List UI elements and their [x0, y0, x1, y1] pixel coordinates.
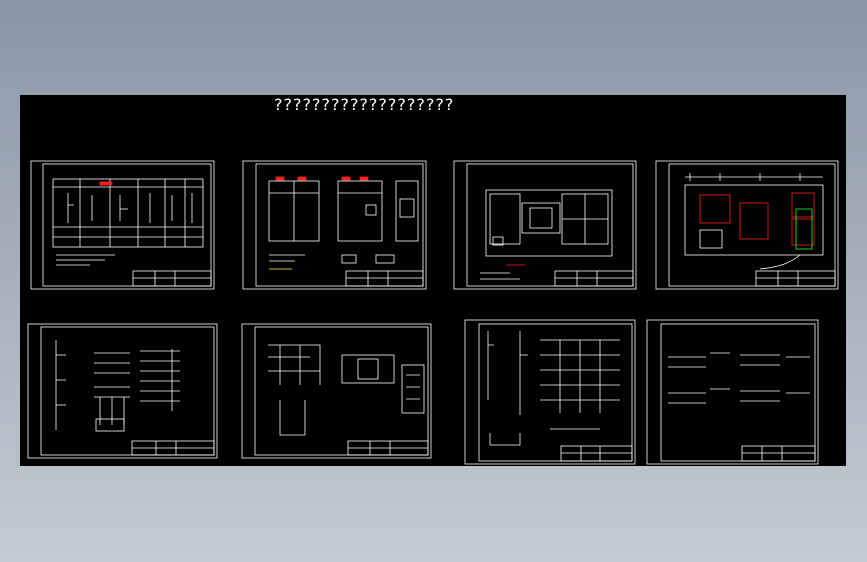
sheet-8[interactable]: [646, 319, 819, 465]
drawing-canvas[interactable]: ???????????????????: [20, 95, 846, 466]
sheet-6[interactable]: [241, 323, 432, 459]
sheet-1[interactable]: [30, 160, 215, 290]
sheet-2[interactable]: [242, 160, 427, 290]
drawing-title: ???????????????????: [274, 95, 455, 114]
sheet-4[interactable]: [655, 160, 839, 290]
sheet-3[interactable]: [453, 160, 637, 290]
drawing-sheets: [27, 160, 839, 465]
sheet-7[interactable]: [464, 319, 636, 465]
sheet-5[interactable]: [27, 323, 218, 459]
